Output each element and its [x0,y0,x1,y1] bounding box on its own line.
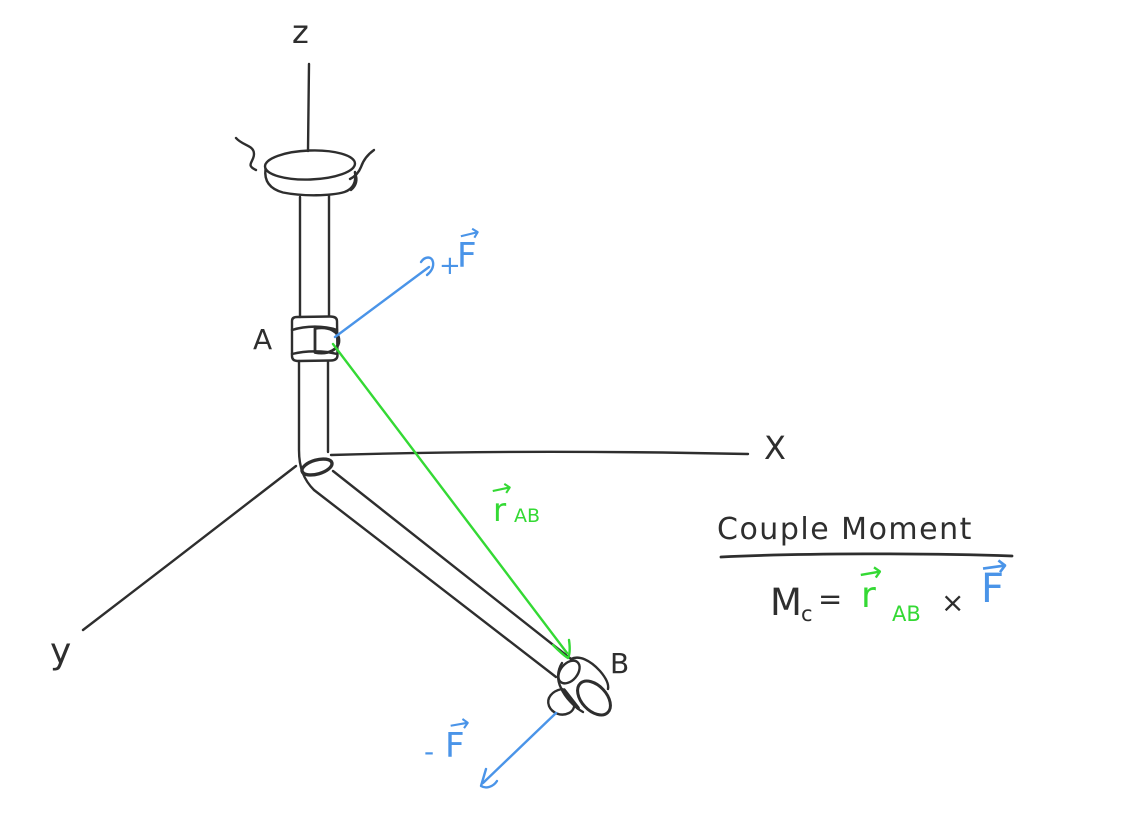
formula-equals-sign: = [818,582,843,616]
cup-at-b [547,656,612,717]
cup-handle [547,687,576,716]
negative-force-arrowhead [479,767,499,789]
positive-force-line [333,265,431,339]
formula-moment-subscript: c [801,602,813,626]
collar-at-a [290,315,341,363]
formula-r-subscript: AB [892,602,921,626]
negative-force-symbol: F [445,726,465,766]
note-title: Couple Moment [717,512,973,547]
cup-opening-rim [576,679,612,717]
position-vector-arrowhead [551,638,571,660]
positive-force-sign: + [439,251,461,281]
positive-force-arrowhead [419,256,435,277]
cup-top-edge [569,656,610,691]
arm-top-line [331,469,573,661]
y-axis-label: y [50,631,72,672]
point-a-label: A [253,323,273,356]
formula-moment-symbol: M [770,581,802,624]
collar-top-lip [290,325,339,332]
cup-inner-edge [562,688,580,710]
positive-force-vector [333,256,435,339]
formula-r-symbol: r [861,575,876,616]
negative-force-vector [479,711,558,789]
positive-force-symbol: F [457,236,477,276]
title-underline [719,552,1014,559]
x-axis-label: X [764,429,786,467]
stray-dot [213,377,216,380]
formula-force-symbol: F [981,566,1005,612]
z-axis-label: z [292,13,309,51]
pole-structure [234,136,573,679]
pole-cap-rim [264,167,357,197]
position-vector-symbol: r [493,491,507,529]
elbow-joint [300,457,334,477]
pole-cap-disk [263,149,357,181]
negative-force-line [481,711,558,785]
position-vector [331,342,571,660]
coordinate-axes [81,62,750,632]
formula-cross-sign: × [941,586,965,619]
position-vector-line [331,342,569,655]
collar-ring [313,326,341,355]
left-break-squiggle [234,136,258,172]
negative-force-sign: - [424,735,435,768]
cup-closed-end [557,659,581,685]
position-vector-subscript: AB [514,505,541,527]
x-axis-line [329,450,750,457]
z-axis-line [306,62,311,153]
y-axis-line [81,464,298,632]
right-break-squiggle [348,148,376,181]
point-b-label: B [610,647,630,680]
